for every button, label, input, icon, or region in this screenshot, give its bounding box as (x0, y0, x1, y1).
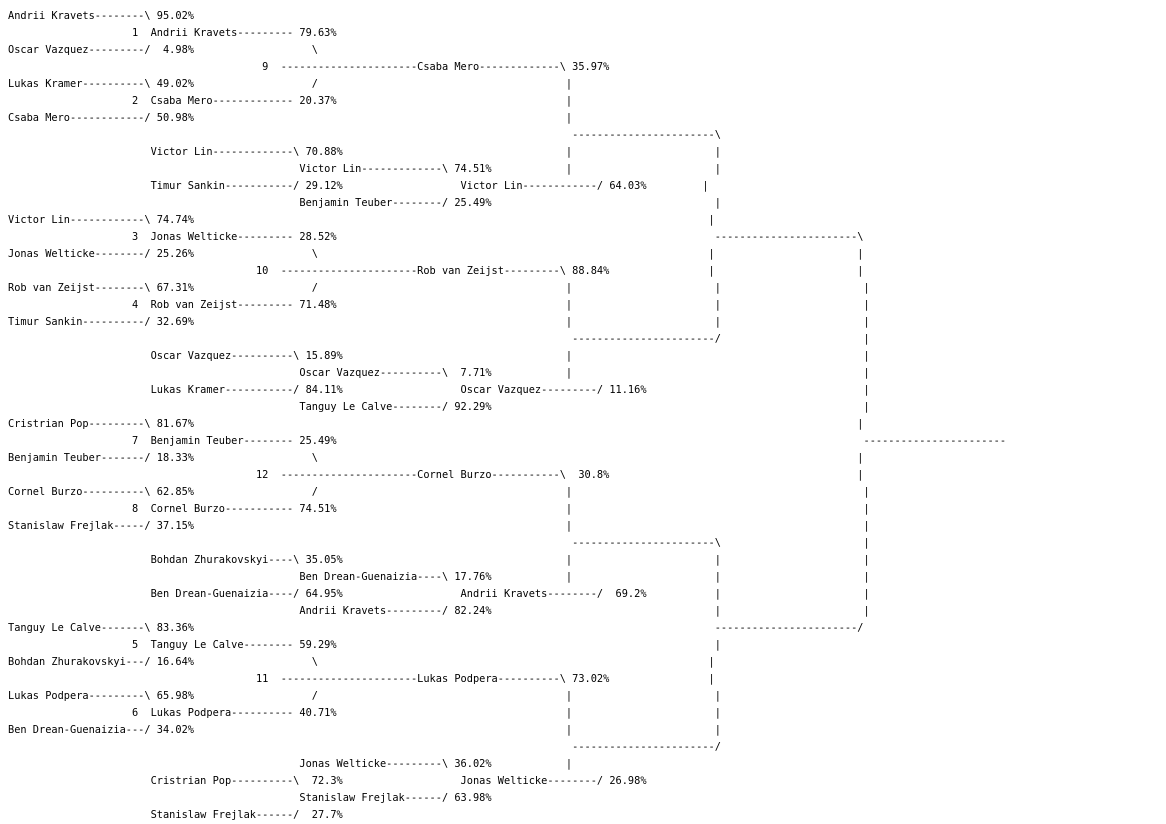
bracket-line: Benjamin Teuber-------/ 18.33% \ | (8, 452, 864, 464)
bracket-line: 5 Tanguy Le Calve-------- 59.29% | (8, 639, 721, 651)
bracket-line: -----------------------/ | (8, 333, 870, 345)
bracket-line: Victor Lin-------------\ 74.51% | | (8, 163, 721, 175)
bracket-line: Tanguy Le Calve--------/ 92.29% | (8, 401, 870, 413)
bracket-line: 12 ----------------------Cornel Burzo---… (8, 469, 864, 481)
bracket-line: Cristrian Pop----------\ 72.3% Jonas Wel… (8, 775, 647, 787)
bracket-line: -----------------------\ | (8, 537, 870, 549)
bracket-line: Timur Sankin----------/ 32.69% | | | (8, 316, 870, 328)
bracket-line: 10 ----------------------Rob van Zeijst-… (8, 265, 864, 277)
bracket-line: Lukas Podpera---------\ 65.98% / | | (8, 690, 721, 702)
bracket-line: Lukas Kramer-----------/ 84.11% Oscar Va… (8, 384, 870, 396)
bracket-line: Csaba Mero------------/ 50.98% | (8, 112, 573, 124)
bracket-line: Oscar Vazquez----------\ 15.89% | | (8, 350, 870, 362)
bracket-line: Timur Sankin-----------/ 29.12% Victor L… (8, 180, 709, 192)
bracket-line: Benjamin Teuber--------/ 25.49% | (8, 197, 721, 209)
bracket-line: Ben Drean-Guenaizia----\ 17.76% | | | (8, 571, 870, 583)
bracket-line: 4 Rob van Zeijst--------- 71.48% | | | (8, 299, 870, 311)
bracket-line: -----------------------\ (8, 129, 721, 141)
bracket-line: Jonas Welticke--------/ 25.26% \ | | (8, 248, 864, 260)
bracket-line: Cornel Burzo----------\ 62.85% / | | (8, 486, 870, 498)
bracket-line: Cristrian Pop---------\ 81.67% | (8, 418, 864, 430)
bracket-line: Victor Lin------------\ 74.74% | (8, 214, 715, 226)
bracket-line: Ben Drean-Guenaizia---/ 34.02% | | (8, 724, 721, 736)
bracket-line: 7 Benjamin Teuber-------- 25.49% -------… (8, 435, 1007, 447)
bracket-line: 1 Andrii Kravets--------- 79.63% (8, 27, 337, 39)
bracket-line: Stanislaw Frejlak------/ 63.98% (8, 792, 492, 804)
bracket-line: 8 Cornel Burzo----------- 74.51% | | (8, 503, 870, 515)
bracket-line: 6 Lukas Podpera---------- 40.71% | | (8, 707, 721, 719)
bracket-line: Jonas Welticke---------\ 36.02% | (8, 758, 573, 770)
bracket-line: -----------------------/ (8, 741, 721, 753)
bracket-line: 2 Csaba Mero------------- 20.37% | (8, 95, 573, 107)
bracket-line: Bohdan Zhurakovskyi----\ 35.05% | | | (8, 554, 870, 566)
bracket-line: Oscar Vazquez----------\ 7.71% | | (8, 367, 870, 379)
bracket-line: Lukas Kramer----------\ 49.02% / | (8, 78, 573, 90)
bracket-line: Bohdan Zhurakovskyi---/ 16.64% \ | (8, 656, 715, 668)
bracket-line: Oscar Vazquez---------/ 4.98% \ (8, 44, 318, 56)
bracket-line: 3 Jonas Welticke--------- 28.52% -------… (8, 231, 864, 243)
bracket-line: Tanguy Le Calve-------\ 83.36% ---------… (8, 622, 864, 634)
bracket-line: Ben Drean-Guenaizia----/ 64.95% Andrii K… (8, 588, 870, 600)
bracket-line: Victor Lin-------------\ 70.88% | | (8, 146, 721, 158)
bracket-line: Rob van Zeijst--------\ 67.31% / | | | (8, 282, 870, 294)
bracket-line: Stanislaw Frejlak-----/ 37.15% | | (8, 520, 870, 532)
bracket-line: Andrii Kravets--------\ 95.02% (8, 10, 194, 22)
bracket-line: Andrii Kravets---------/ 82.24% | | (8, 605, 870, 617)
bracket-line: 9 ----------------------Csaba Mero------… (8, 61, 610, 73)
bracket-line: 11 ----------------------Lukas Podpera--… (8, 673, 715, 685)
